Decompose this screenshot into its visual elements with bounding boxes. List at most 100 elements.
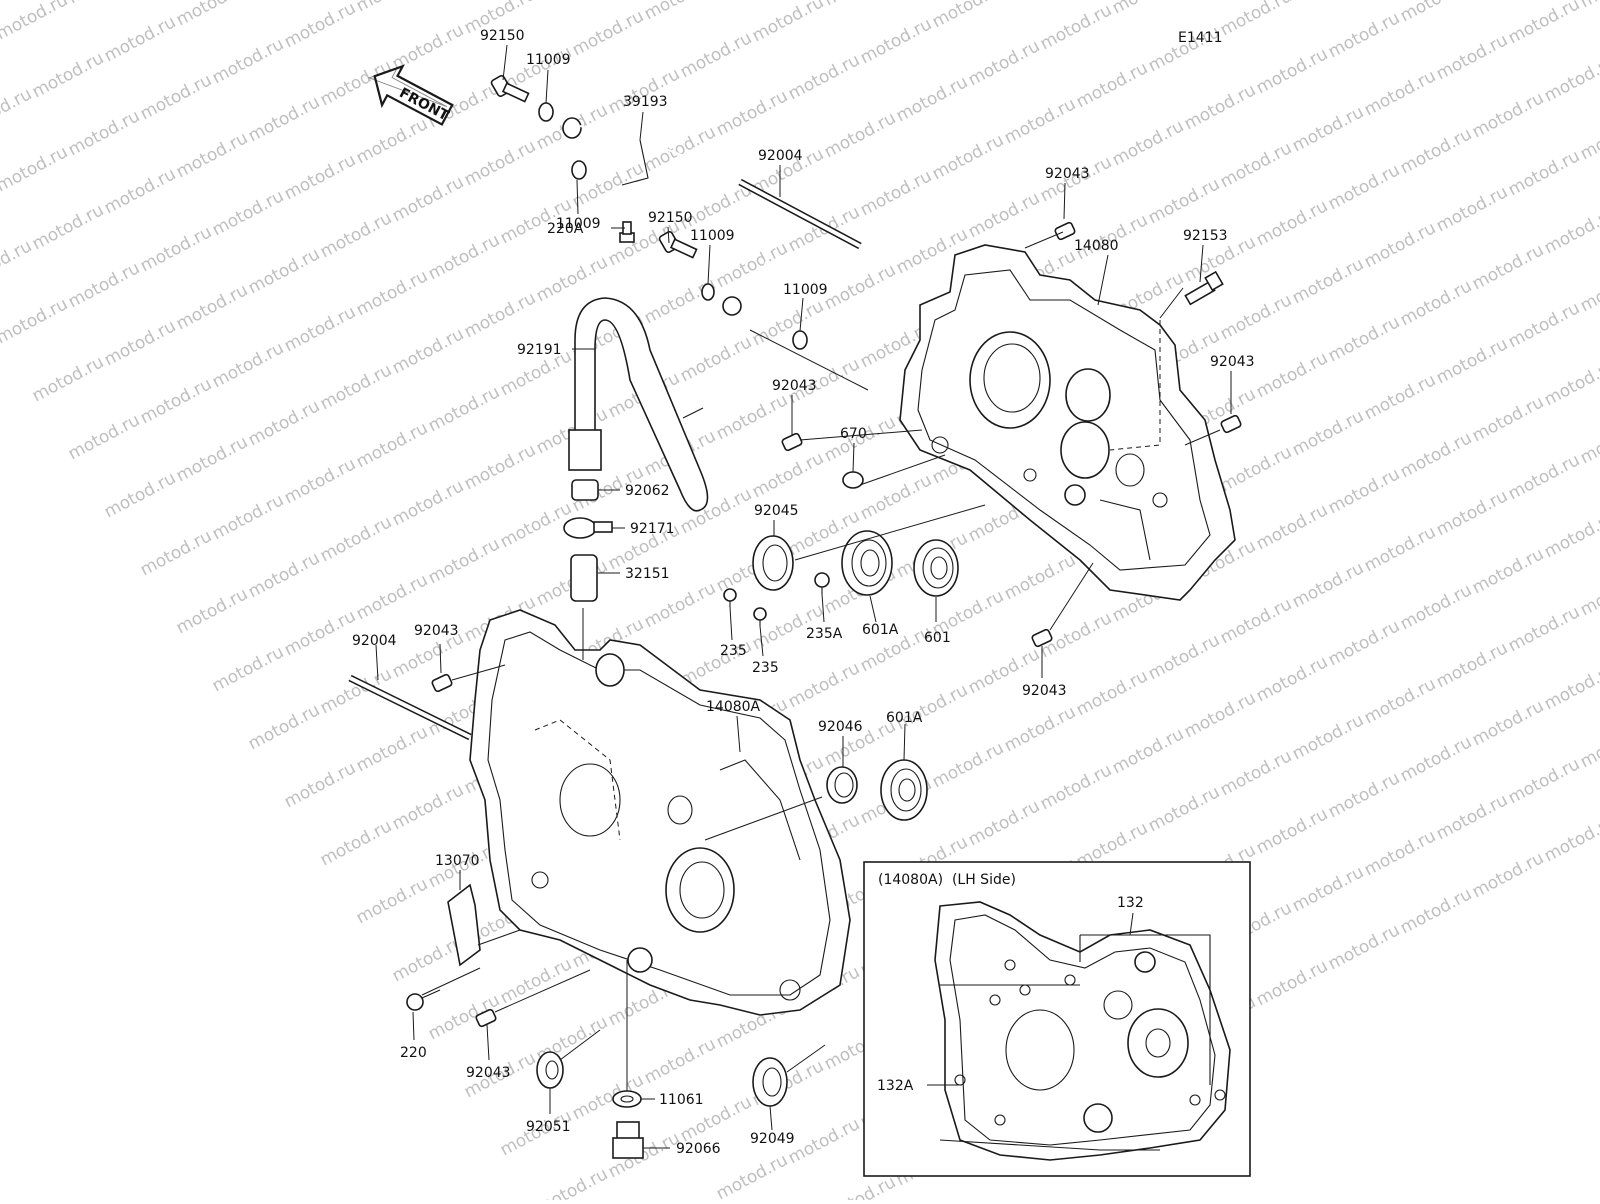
part-label: 92043: [466, 1065, 511, 1081]
watermark-text: motod.ru: [0, 84, 35, 138]
watermark-text: motod.ru: [317, 360, 395, 414]
watermark-text: motod.ru: [1397, 0, 1475, 26]
inset-label-132A: 132A: [877, 1078, 914, 1094]
bolt-92153: [1184, 270, 1224, 306]
part-label: 92043: [772, 378, 817, 394]
watermark-text: motod.ru: [1397, 580, 1475, 634]
watermark-text: motod.ru: [1073, 58, 1151, 112]
watermark-text: motod.ru: [1109, 116, 1187, 170]
part-label: 220: [400, 1045, 427, 1061]
watermark-text: motod.ru: [857, 166, 935, 220]
dowel-92043-f: [475, 1008, 497, 1028]
part-label: 601A: [862, 622, 899, 638]
watermark-text: motod.ru: [1217, 0, 1295, 40]
watermark-text: motod.ru: [29, 48, 107, 102]
watermark-text: motod.ru: [929, 0, 1007, 32]
part-label: 11009: [526, 52, 571, 68]
watermark-text: motod.ru: [1325, 464, 1403, 518]
watermark-text: motod.ru: [1541, 812, 1600, 866]
watermark-text: motod.ru: [1397, 428, 1475, 482]
watermark-text: motod.ru: [1325, 312, 1403, 366]
watermark-text: motod.ru: [1289, 862, 1367, 916]
washer-11009-b: [571, 160, 587, 180]
collar-92062: [571, 479, 599, 501]
watermark-text: motod.ru: [173, 280, 251, 334]
dowel-92043-d: [1031, 628, 1053, 648]
watermark-text: motod.ru: [1541, 508, 1600, 562]
watermark-text: motod.ru: [1361, 370, 1439, 424]
part-label: 92171: [630, 521, 675, 537]
plate-13070: [447, 883, 481, 967]
screw-235-a: [723, 588, 737, 607]
screw-235A: [814, 572, 830, 594]
watermark-text: motod.ru: [641, 0, 719, 24]
watermark-text: motod.ru: [1325, 160, 1403, 214]
seal-92051: [536, 1051, 564, 1089]
watermark-text: motod.ru: [1109, 724, 1187, 778]
part-label: 11009: [556, 216, 601, 232]
bolt-220: [406, 989, 441, 1011]
part-label: 13070: [435, 853, 480, 869]
watermark-text: motod.ru: [281, 0, 359, 52]
watermark-text: motod.ru: [1217, 442, 1295, 496]
watermark-text: motod.ru: [1217, 746, 1295, 800]
watermark-text: motod.ru: [389, 780, 467, 834]
screw-235-b: [753, 607, 767, 626]
watermark-text: motod.ru: [1397, 884, 1475, 938]
bolt-92150-top: [490, 75, 530, 103]
part-label: 39193: [623, 94, 668, 110]
watermark-text: motod.ru: [713, 390, 791, 444]
bearing-601A-rh: [841, 530, 893, 596]
watermark-text: motod.ru: [0, 0, 71, 44]
watermark-text: motod.ru: [1505, 754, 1583, 808]
watermark-text: motod.ru: [1181, 688, 1259, 742]
watermark-text: motod.ru: [1001, 702, 1079, 756]
washer-11009-a: [538, 102, 554, 122]
watermark-text: motod.ru: [65, 106, 143, 160]
watermark-text: motod.ru: [281, 302, 359, 356]
watermark-text: motod.ru: [281, 454, 359, 508]
watermark-text: motod.ru: [929, 130, 1007, 184]
watermark-text: motod.ru: [1001, 550, 1079, 604]
part-label: 92046: [818, 719, 863, 735]
needle-bearing-92046: [826, 766, 858, 804]
watermark-text: motod.ru: [353, 266, 431, 320]
crankcase-lh-14080A: [469, 609, 851, 1016]
watermark-text: motod.ru: [29, 200, 107, 254]
part-label: 670: [840, 426, 867, 442]
pipe-32151: [570, 554, 598, 602]
watermark-text: motod.ru: [1361, 66, 1439, 120]
watermark-text: motod.ru: [137, 526, 215, 580]
watermark-text: motod.ru: [245, 92, 323, 146]
part-label: 92150: [480, 28, 525, 44]
watermark-text: motod.ru: [965, 36, 1043, 90]
watermark-text: motod.ru: [641, 1034, 719, 1088]
watermark-text: motod.ru: [1433, 30, 1511, 84]
watermark-text: motod.ru: [1397, 124, 1475, 178]
watermark-text: motod.ru: [749, 448, 827, 502]
watermark-text: motod.ru: [425, 382, 503, 436]
watermark-text: motod.ru: [1361, 218, 1439, 272]
part-label: 235: [752, 660, 779, 676]
watermark-text: motod.ru: [353, 874, 431, 928]
watermark-text: motod.ru: [65, 258, 143, 312]
watermark-text: motod.ru: [101, 316, 179, 370]
gasket-11061: [612, 1090, 642, 1108]
watermark-text: motod.ru: [1253, 348, 1331, 402]
watermark-text: motod.ru: [749, 0, 827, 46]
leader-lines: [375, 44, 1232, 1149]
watermark-text: motod.ru: [1037, 760, 1115, 814]
inset-lh-side: [863, 861, 1251, 1177]
watermark-text: motod.ru: [1217, 138, 1295, 192]
part-label: 601: [924, 630, 951, 646]
watermark-text: motod.ru: [0, 294, 71, 348]
watermark-text: motod.ru: [1181, 80, 1259, 134]
watermark-text: motod.ru: [1253, 196, 1331, 250]
diagram-code: E1411: [1178, 30, 1222, 46]
watermark-text: motod.ru: [461, 136, 539, 190]
watermark-text: motod.ru: [0, 236, 35, 290]
watermark-text: motod.ru: [1577, 414, 1600, 468]
watermark-text: motod.ru: [1469, 696, 1547, 750]
watermark-text: motod.ru: [1577, 718, 1600, 772]
bearing-601A-lh: [880, 759, 928, 821]
